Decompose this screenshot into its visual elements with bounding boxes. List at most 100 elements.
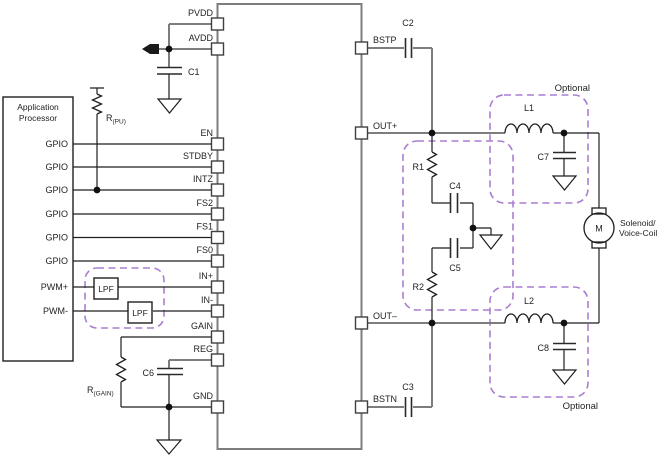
c8-label: C8 xyxy=(537,343,549,353)
lpf-block-1: LPF xyxy=(93,277,119,300)
pin-pvdd xyxy=(210,17,225,31)
pin-reg xyxy=(210,353,225,367)
pin-label-pvdd: PVDD xyxy=(188,8,214,18)
pin-en xyxy=(210,137,225,151)
ap-title-line1: Application xyxy=(17,102,59,112)
resistor-r2: R2 xyxy=(412,271,438,298)
motor-m-label: M xyxy=(595,224,603,234)
pin-inn xyxy=(210,304,225,318)
ap-port-gpio-1: GPIO xyxy=(45,162,68,172)
ground-symbols xyxy=(155,98,578,455)
application-processor: Application Processor GPIO GPIO GPIO GPI… xyxy=(2,96,74,362)
ap-port-gpio-2: GPIO xyxy=(45,185,68,195)
ground-c1 xyxy=(156,98,183,114)
resistor-rgain: R(GAIN) xyxy=(87,356,127,398)
pin-outp xyxy=(354,126,369,140)
capacitor-c4: C4 xyxy=(449,181,461,213)
driver-ic: PVDD AVDD EN STDBY INTZ FS2 FS1 FS0 IN+ … xyxy=(183,3,397,450)
pin-fs0 xyxy=(210,254,225,268)
capacitor-c7: C7 xyxy=(537,151,576,162)
resistor-r1: R1 xyxy=(412,151,438,178)
ap-port-gpio-3: GPIO xyxy=(45,209,68,219)
c1-label: C1 xyxy=(188,67,200,77)
pin-label-en: EN xyxy=(200,128,213,138)
snubber-optional-region xyxy=(402,140,514,311)
lpf2-label: LPF xyxy=(132,308,148,318)
optional-label-top: Optional xyxy=(555,83,590,94)
pin-fs2 xyxy=(210,207,225,221)
pin-label-intz: INTZ xyxy=(193,174,213,184)
ground-c8 xyxy=(551,369,578,385)
load-label: Solenoid/ Voice-Coil xyxy=(619,218,657,238)
optional-label-bottom: Optional xyxy=(563,401,598,412)
c2-label: C2 xyxy=(402,18,414,28)
c4-label: C4 xyxy=(449,181,461,191)
junction-dots xyxy=(93,45,568,411)
pin-label-inn: IN- xyxy=(201,295,213,305)
c7-label: C7 xyxy=(537,152,549,162)
capacitor-c5: C5 xyxy=(449,238,461,273)
pin-label-fs1: FS1 xyxy=(196,222,213,232)
load-label-line2: Voice-Coil xyxy=(619,228,657,238)
pin-fs1 xyxy=(210,230,225,245)
capacitor-c1: C1 xyxy=(157,66,200,77)
l1-optional-region: Optional xyxy=(489,83,590,204)
pin-intz xyxy=(210,183,225,197)
ap-port-pwm-plus: PWM+ xyxy=(41,282,68,292)
l1-label: L1 xyxy=(524,103,534,113)
inductor-l1: L1 xyxy=(504,103,554,134)
load-label-line1: Solenoid/ xyxy=(620,218,656,228)
ground-c7 xyxy=(551,175,578,191)
ground-gain xyxy=(155,439,183,455)
r1-label: R1 xyxy=(412,162,424,172)
pin-stdby xyxy=(210,160,225,174)
capacitor-c3: C3 xyxy=(402,382,414,417)
pin-label-fs0: FS0 xyxy=(196,245,213,255)
pin-label-bstp: BSTP xyxy=(373,35,397,45)
supply-tag xyxy=(142,44,159,54)
rpu-label: R(PU) xyxy=(106,113,126,126)
pin-inp xyxy=(210,280,225,294)
pin-label-bstn: BSTN xyxy=(373,394,397,404)
signal-wires xyxy=(73,74,600,440)
l2-label: L2 xyxy=(524,296,534,306)
pin-label-outn: OUT– xyxy=(373,311,397,321)
lpf1-label: LPF xyxy=(98,284,114,294)
capacitor-c2: C2 xyxy=(402,18,414,58)
pin-outn xyxy=(354,316,369,330)
capacitor-c6: C6 xyxy=(142,367,183,378)
c5-label: C5 xyxy=(449,263,461,273)
supply-wires xyxy=(155,23,505,408)
pin-label-gain: GAIN xyxy=(191,321,213,331)
pin-bstp xyxy=(354,41,369,55)
pin-label-reg: REG xyxy=(193,344,213,354)
l2-optional-region: Optional xyxy=(489,286,598,412)
ground-snubber xyxy=(478,234,504,250)
pin-gain xyxy=(210,330,225,344)
pin-label-gnd: GND xyxy=(193,391,214,401)
lpf-optional-region xyxy=(84,267,165,329)
motor-symbol: M xyxy=(583,207,615,249)
pin-label-avdd: AVDD xyxy=(189,33,214,43)
rgain-label: R(GAIN) xyxy=(87,385,114,398)
pin-label-inp: IN+ xyxy=(199,271,213,281)
ap-port-gpio-0: GPIO xyxy=(45,139,68,149)
pin-avdd xyxy=(210,42,225,56)
ap-port-gpio-4: GPIO xyxy=(45,233,68,243)
pin-label-fs2: FS2 xyxy=(196,198,213,208)
c3-label: C3 xyxy=(402,382,414,392)
inductor-l2: L2 xyxy=(504,296,554,324)
capacitor-c8: C8 xyxy=(537,342,576,353)
lpf-block-2: LPF xyxy=(127,301,153,324)
pin-bstn xyxy=(354,400,369,414)
ap-port-pwm-minus: PWM- xyxy=(43,306,68,316)
pin-label-outp: OUT+ xyxy=(373,121,397,131)
ap-title-line2: Processor xyxy=(19,113,57,123)
resistor-rpu: R(PU) xyxy=(90,93,126,126)
c6-label: C6 xyxy=(142,368,154,378)
r2-label: R2 xyxy=(412,282,424,292)
ap-port-gpio-5: GPIO xyxy=(45,256,68,266)
pin-gnd xyxy=(210,400,225,414)
